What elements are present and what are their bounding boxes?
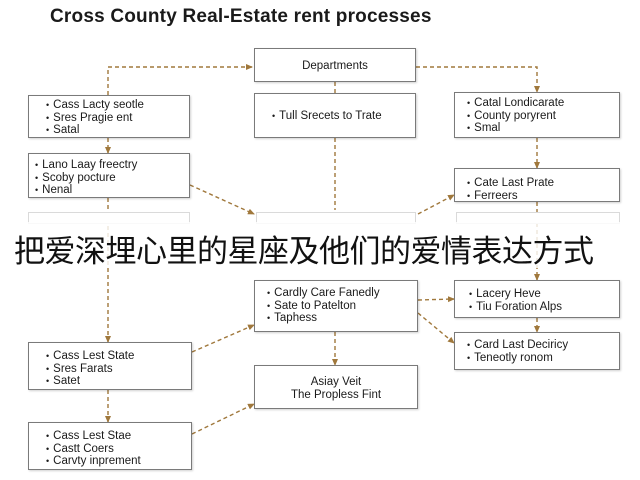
arrow-leftbottom-to-center [191,403,255,435]
list-item: Satal [46,124,189,137]
list-item: County poryrent [467,110,619,123]
list-item: Sres Farats [46,363,191,376]
top-left-box: Cass Lacty seotle Sres Pragie ent Satal [28,95,190,138]
arrow-center-to-rightlower [417,296,455,303]
list-item: Taphess [267,312,417,325]
left-bottom-box: Cass Lest Stae Castt Coers Carvty inprem… [28,422,192,470]
list-item: Sres Pragie ent [46,112,189,125]
center-main-box: Cardly Care Fanedly Sate to Patelton Tap… [254,280,418,332]
list-item: Castt Coers [46,443,191,456]
list-item: Cass Lest Stae [46,430,191,443]
list-item: Cass Lest State [46,350,191,363]
arrow-center-to-rightbottom [417,312,455,344]
top-right-box: Catal Londicarate County poryrent Smal [454,92,620,138]
right-lower-box: Lacery Heve Tiu Foration Alps [454,280,620,318]
list-item: Lacery Heve [469,288,619,301]
list-item: Carvty inprement [46,455,191,468]
list-item: Card Last Deciricy [467,339,619,352]
mid-left-box: Lano Laay freectry Scoby pocture Nenal [28,153,190,198]
list-item: Satet [46,375,191,388]
list-item: Smal [467,122,619,135]
list-item: Cate Last Prate [467,177,619,190]
overlay-caption: 把爱深埋心里的星座及他们的爱情表达方式 [14,234,594,270]
center-bottom-line: Asiay Veit [310,376,362,388]
right-bottom-box: Card Last Deciricy Teneotly ronom [454,332,620,370]
left-lower-box: Cass Lest State Sres Farats Satet [28,342,192,390]
top-center-box: Tull Srecets to Trate [254,93,416,138]
right-mid-box: Cate Last Prate Ferreers [454,168,620,202]
list-item: Scoby pocture [35,172,189,185]
list-item: Tiu Foration Alps [469,301,619,314]
list-item: Teneotly ronom [467,352,619,365]
list-item: Cardly Care Fanedly [267,287,417,300]
list-item: Catal Londicarate [467,97,619,110]
departments-label: Departments [302,60,368,72]
list-item: Ferreers [467,190,619,203]
arrow-left-to-departments [107,64,253,95]
page-title: Cross County Real-Estate rent processes [50,6,432,27]
center-bottom-line: The Propless Fint [290,388,382,401]
list-item: Sate to Patelton [267,300,417,313]
list-item: Tull Srecets to Trate [272,110,415,123]
center-bottom-box: Asiay Veit The Propless Fint [254,365,418,409]
list-item: Nenal [35,184,189,197]
departments-box: Departments [254,48,416,82]
caption-band [0,222,640,268]
list-item: Cass Lacty seotle [46,99,189,112]
arrow-midleft-to-center [189,184,255,215]
list-item: Lano Laay freectry [35,159,189,172]
arrow-leftlower-to-center [191,324,255,353]
arrow-center-to-rightmid [417,194,455,215]
arrow-departments-to-right [416,66,540,93]
